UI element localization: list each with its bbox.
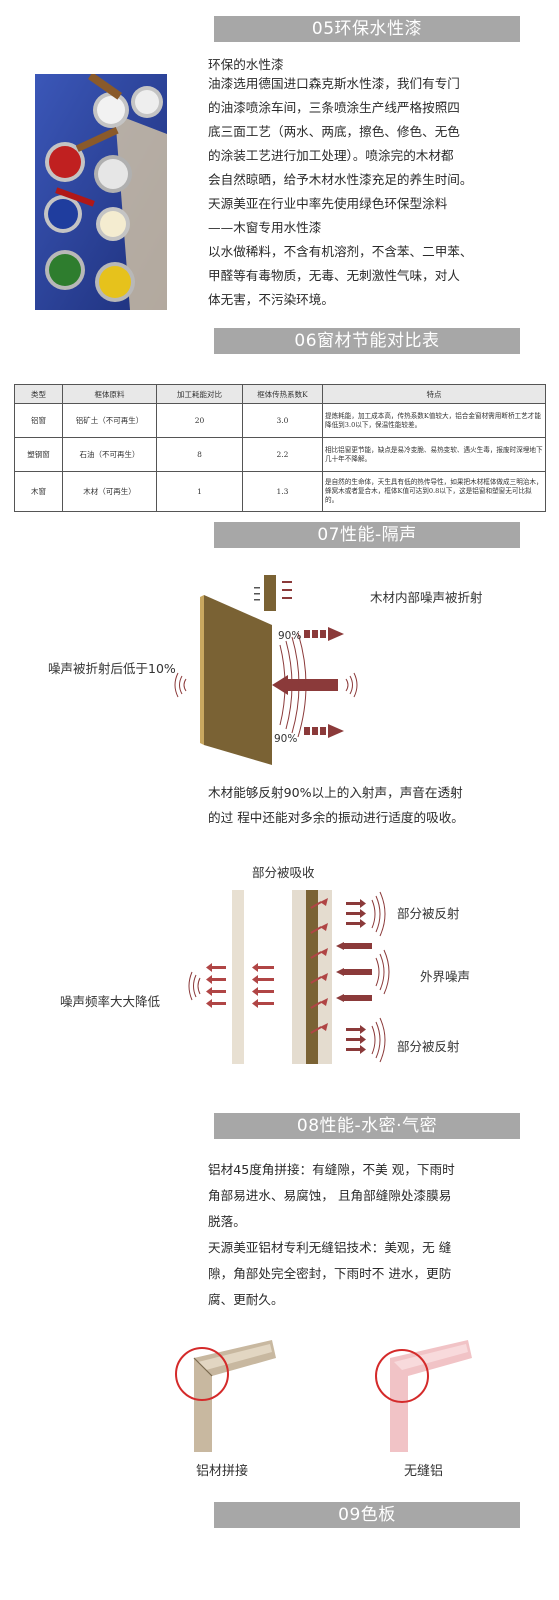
text-line: 木材能够反射90%以上的入射声，声音在透射 <box>208 785 463 800</box>
text-line: 隙，角部处完全密封，下雨时不 进水，更防 <box>208 1266 452 1281</box>
table-cell: 2.2 <box>242 437 323 472</box>
table-cell: 铝窗 <box>14 403 63 438</box>
section-05-title: 05环保水性漆 <box>214 16 520 42</box>
transmitted-arrows-icon <box>206 963 274 1008</box>
text-line: 天源美亚铝材专利无缝铝技术：美观，无 缝 <box>208 1240 452 1255</box>
text-line: 体无害，不污染环境。 <box>208 292 334 307</box>
table-cell: 相比铝窗更节能，缺点是易冷变脆、易热变软、遇火生毒，报废时深埋地下几十年不降解。 <box>322 437 546 472</box>
table-header: 特点 <box>322 384 546 404</box>
wood-panel-icon <box>204 595 272 765</box>
sound-wave-icon <box>188 891 390 1063</box>
energy-comparison-table: 类型 框体原料 加工耗能对比 框体传热系数K 特点 铝窗 铝矿土（不可再生） 2… <box>14 384 546 512</box>
sound-wave-icon <box>174 632 358 738</box>
table-row: 塑钢窗 石油（不可再生） 8 2.2 相比铝窗更节能，缺点是易冷变脆、易热变软、… <box>14 437 546 472</box>
label-reflect-bottom: 部分被反射 <box>397 1039 460 1054</box>
section-08-body: 铝材45度角拼接：有缝隙，不美 观，下雨时 角部易进水、易腐蚀， 且角部缝隙处漆… <box>208 1157 455 1313</box>
section-05-subtitle: 环保的水性漆 <box>208 57 284 72</box>
arrow-reflect-top-icon <box>304 627 344 641</box>
text-line: 以水做稀料，不含有机溶剂，不含苯、二甲苯、 <box>208 244 473 259</box>
label-percent-bottom: 90% <box>274 733 298 745</box>
text-line: 会自然晾晒，给予木材水性漆充足的养生时间。 <box>208 172 473 187</box>
text-line: 底三面工艺（两水、两底，擦色、修色、无色 <box>208 124 460 139</box>
section-08-title: 08性能-水密·气密 <box>214 1113 520 1139</box>
text-line: 天源美亚在行业中率先使用绿色环保型涂料 <box>208 196 448 211</box>
table-header: 加工耗能对比 <box>156 384 243 404</box>
table-header: 框体原料 <box>62 384 157 404</box>
label-reflect-top: 部分被反射 <box>397 906 460 921</box>
table-header-row: 类型 框体原料 加工耗能对比 框体传热系数K 特点 <box>14 384 546 404</box>
section-06-title: 06窗材节能对比表 <box>214 328 520 354</box>
brush-icon <box>55 74 123 207</box>
table-cell: 塑钢窗 <box>14 437 63 472</box>
table-header: 框体传热系数K <box>242 384 323 404</box>
label-refract-inside: 木材内部噪声被折射 <box>370 590 483 605</box>
table-row: 铝窗 铝矿土（不可再生） 20 3.0 提炼耗能，加工成本高，传热系数K值较大，… <box>14 403 546 438</box>
section-07-title: 07性能-隔声 <box>214 522 520 548</box>
text-line: 腐、更耐久。 <box>208 1292 284 1307</box>
paint-cans-photo <box>35 74 167 310</box>
paint-can-cream <box>96 207 130 241</box>
label-percent-top: 90% <box>278 630 302 642</box>
text-line: 的涂装工艺进行加工处理）。喷涂完的木材都 <box>208 148 454 163</box>
table-header: 类型 <box>14 384 63 404</box>
table-cell: 1.3 <box>242 471 323 512</box>
paint-can-red <box>45 142 85 182</box>
text-line: 铝材45度角拼接：有缝隙，不美 观，下雨时 <box>208 1162 455 1177</box>
table-cell: 是自然的生命体，天生具有低的热传导性，如果把木材框体做成三明治木，蜂窝木或者复合… <box>322 471 546 512</box>
section-05-body: 油漆选用德国进口森克斯水性漆，我们有专门 的油漆喷涂车间，三条喷涂生产线严格按照… <box>208 72 472 312</box>
text-line: 的过 程中还能对多余的振动进行适度的吸收。 <box>208 810 464 825</box>
seamless-aluminum-corner-icon <box>375 1340 472 1452</box>
label-outside-noise: 外界噪声 <box>420 969 471 984</box>
sound-absorption-diagram <box>188 890 390 1064</box>
table-cell: 1 <box>156 471 243 512</box>
paint-can-grey <box>94 155 132 193</box>
label-frequency-drop: 噪声频率大大降低 <box>60 994 161 1009</box>
section-09-title: 09色板 <box>214 1502 520 1528</box>
paint-can-white-2 <box>131 86 163 118</box>
table-cell: 铝矿土（不可再生） <box>62 403 157 438</box>
spliced-aluminum-corner-icon <box>175 1340 276 1452</box>
arrow-incoming-icon <box>272 675 338 695</box>
table-cell: 8 <box>156 437 243 472</box>
table-cell: 20 <box>156 403 243 438</box>
text-line: 的油漆喷涂车间，三条喷涂生产线严格按照四 <box>208 100 460 115</box>
reflect-arrows-bottom-icon <box>346 1025 366 1054</box>
text-line: 脱落。 <box>208 1214 246 1229</box>
text-line: 甲醛等有毒物质，无毒、无刺激性气味，对人 <box>208 268 460 283</box>
text-line: 角部易进水、易腐蚀， 且角部缝隙处漆膜易 <box>208 1188 452 1203</box>
table-cell: 木材（可再生） <box>62 471 157 512</box>
paint-can-green <box>45 250 85 290</box>
text-line: ——木窗专用水性漆 <box>208 220 322 235</box>
wood-piece-icon <box>264 575 276 611</box>
glass-pane-icon <box>232 890 244 1064</box>
label-spliced-aluminum: 铝材拼接 <box>196 1464 249 1479</box>
label-seamless-aluminum: 无缝铝 <box>404 1464 444 1479</box>
text-line: 油漆选用德国进口森克斯水性漆，我们有专门 <box>208 76 460 91</box>
paint-can-yellow <box>95 262 135 302</box>
incoming-arrows-icon <box>336 942 372 1002</box>
label-refracted-below: 噪声被折射后低于10% <box>48 661 176 676</box>
wood-core-icon <box>306 890 318 1064</box>
paint-can-blue <box>44 195 82 233</box>
paint-can-white <box>93 92 129 128</box>
label-absorbed: 部分被吸收 <box>252 865 315 880</box>
section-07-body: 木材能够反射90%以上的入射声，声音在透射 的过 程中还能对多余的振动进行适度的… <box>208 780 464 830</box>
sound-reflection-diagram <box>174 575 358 765</box>
diagonal-arrows-icon <box>310 898 328 1034</box>
table-cell: 3.0 <box>242 403 323 438</box>
table-cell: 提炼耗能，加工成本高，传热系数K值较大，铝合金窗材需用断桥工艺才能降低到3.0以… <box>322 403 546 438</box>
table-row: 木窗 木材（可再生） 1 1.3 是自然的生命体，天生具有低的热传导性，如果把木… <box>14 471 546 512</box>
table-cell: 石油（不可再生） <box>62 437 157 472</box>
arrow-reflect-bottom-icon <box>304 724 344 738</box>
table-cell: 木窗 <box>14 471 63 512</box>
reflect-arrows-top-icon <box>346 899 366 928</box>
